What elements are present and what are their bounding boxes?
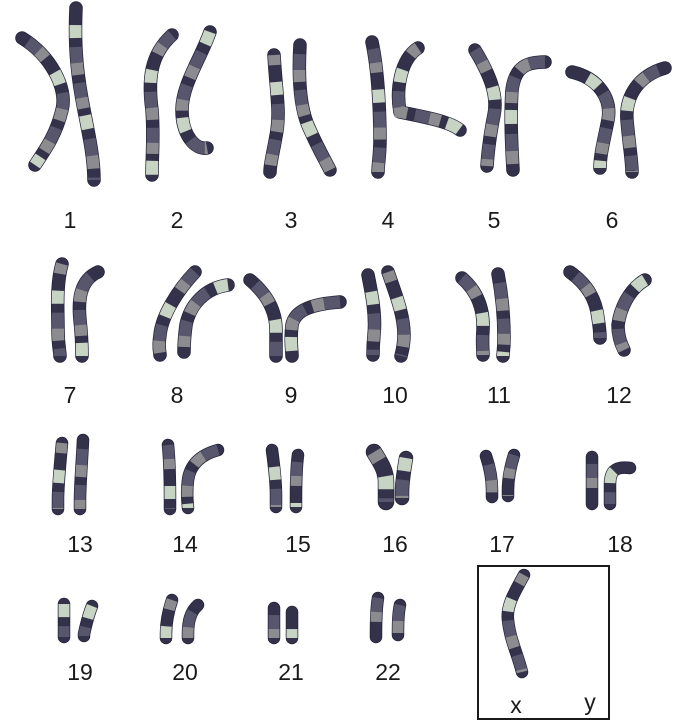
chromosome-11a (462, 278, 483, 355)
label-chr-21: 21 (278, 659, 304, 685)
label-chr-16: 16 (382, 531, 408, 557)
chromosome-22a (376, 598, 378, 637)
chromosome-19b (84, 606, 92, 636)
chromosome-13a (58, 443, 62, 509)
label-chr-x: x (510, 692, 522, 718)
chromosome-2a (150, 35, 172, 175)
label-chr-17: 17 (489, 531, 515, 557)
chromosome-set (22, 8, 665, 672)
chromosome-x (508, 575, 524, 672)
label-chr-11: 11 (487, 382, 511, 408)
label-chr-8: 8 (171, 382, 184, 408)
chromosome-20a (166, 600, 172, 638)
chromosome-3b (299, 45, 330, 170)
label-chr-14: 14 (172, 531, 198, 557)
chromosome-12a (570, 272, 600, 338)
label-chr-2: 2 (171, 207, 184, 233)
label-chr-15: 15 (285, 531, 311, 557)
label-chr-5: 5 (488, 207, 501, 233)
chromosome-6b (627, 68, 665, 172)
label-chr-18: 18 (607, 531, 633, 557)
label-chr-19: 19 (67, 659, 93, 685)
chromosome-1b (75, 8, 94, 180)
chromosome-9b (291, 302, 340, 356)
sex-chromosome-box: x y (478, 566, 609, 719)
chromosome-4a (372, 42, 380, 172)
chromosome-16b (402, 458, 406, 498)
chromosome-3a (270, 55, 278, 172)
chromosome-7b (79, 272, 98, 356)
chromosome-17b (508, 455, 514, 496)
label-chr-6: 6 (606, 207, 619, 233)
label-chr-y: y (584, 689, 596, 715)
chromosome-6a (572, 72, 609, 168)
chromosome-18b (610, 468, 630, 504)
chromosome-17a (486, 456, 492, 497)
chromosome-11b (498, 274, 504, 356)
label-chr-4: 4 (382, 207, 395, 233)
chromosome-15a (272, 450, 276, 507)
chromosome-7a (58, 264, 62, 356)
label-chr-9: 9 (285, 382, 298, 408)
chromosome-20b (188, 605, 198, 638)
chromosome-4b (399, 48, 460, 130)
chromosome-10a (368, 275, 375, 355)
label-chr-22: 22 (375, 659, 401, 685)
chromosome-9a (250, 280, 276, 356)
chromosome-13b (80, 440, 83, 509)
chromosome-16a (374, 452, 386, 502)
label-chr-13: 13 (67, 531, 93, 557)
chromosome-10b (388, 272, 404, 356)
label-chr-20: 20 (172, 659, 198, 685)
label-chr-12: 12 (606, 382, 632, 408)
chromosome-12b (618, 280, 645, 350)
label-chr-1: 1 (64, 207, 77, 233)
label-chr-7: 7 (64, 382, 77, 408)
chromosome-8b (184, 285, 228, 352)
chromosome-1a (22, 38, 63, 165)
label-chr-10: 10 (382, 382, 408, 408)
chromosome-labels: 1 2 3 4 5 6 7 8 9 10 11 12 13 14 15 16 1… (64, 207, 633, 685)
chromosome-14a (168, 445, 170, 509)
chromosome-22b (398, 605, 400, 635)
chromosome-15b (296, 455, 298, 507)
label-chr-3: 3 (285, 207, 298, 233)
chromosome-14b (187, 450, 218, 508)
chromosome-5b (511, 62, 545, 170)
chromosome-5a (475, 50, 495, 166)
chromosome-2b (182, 32, 210, 148)
